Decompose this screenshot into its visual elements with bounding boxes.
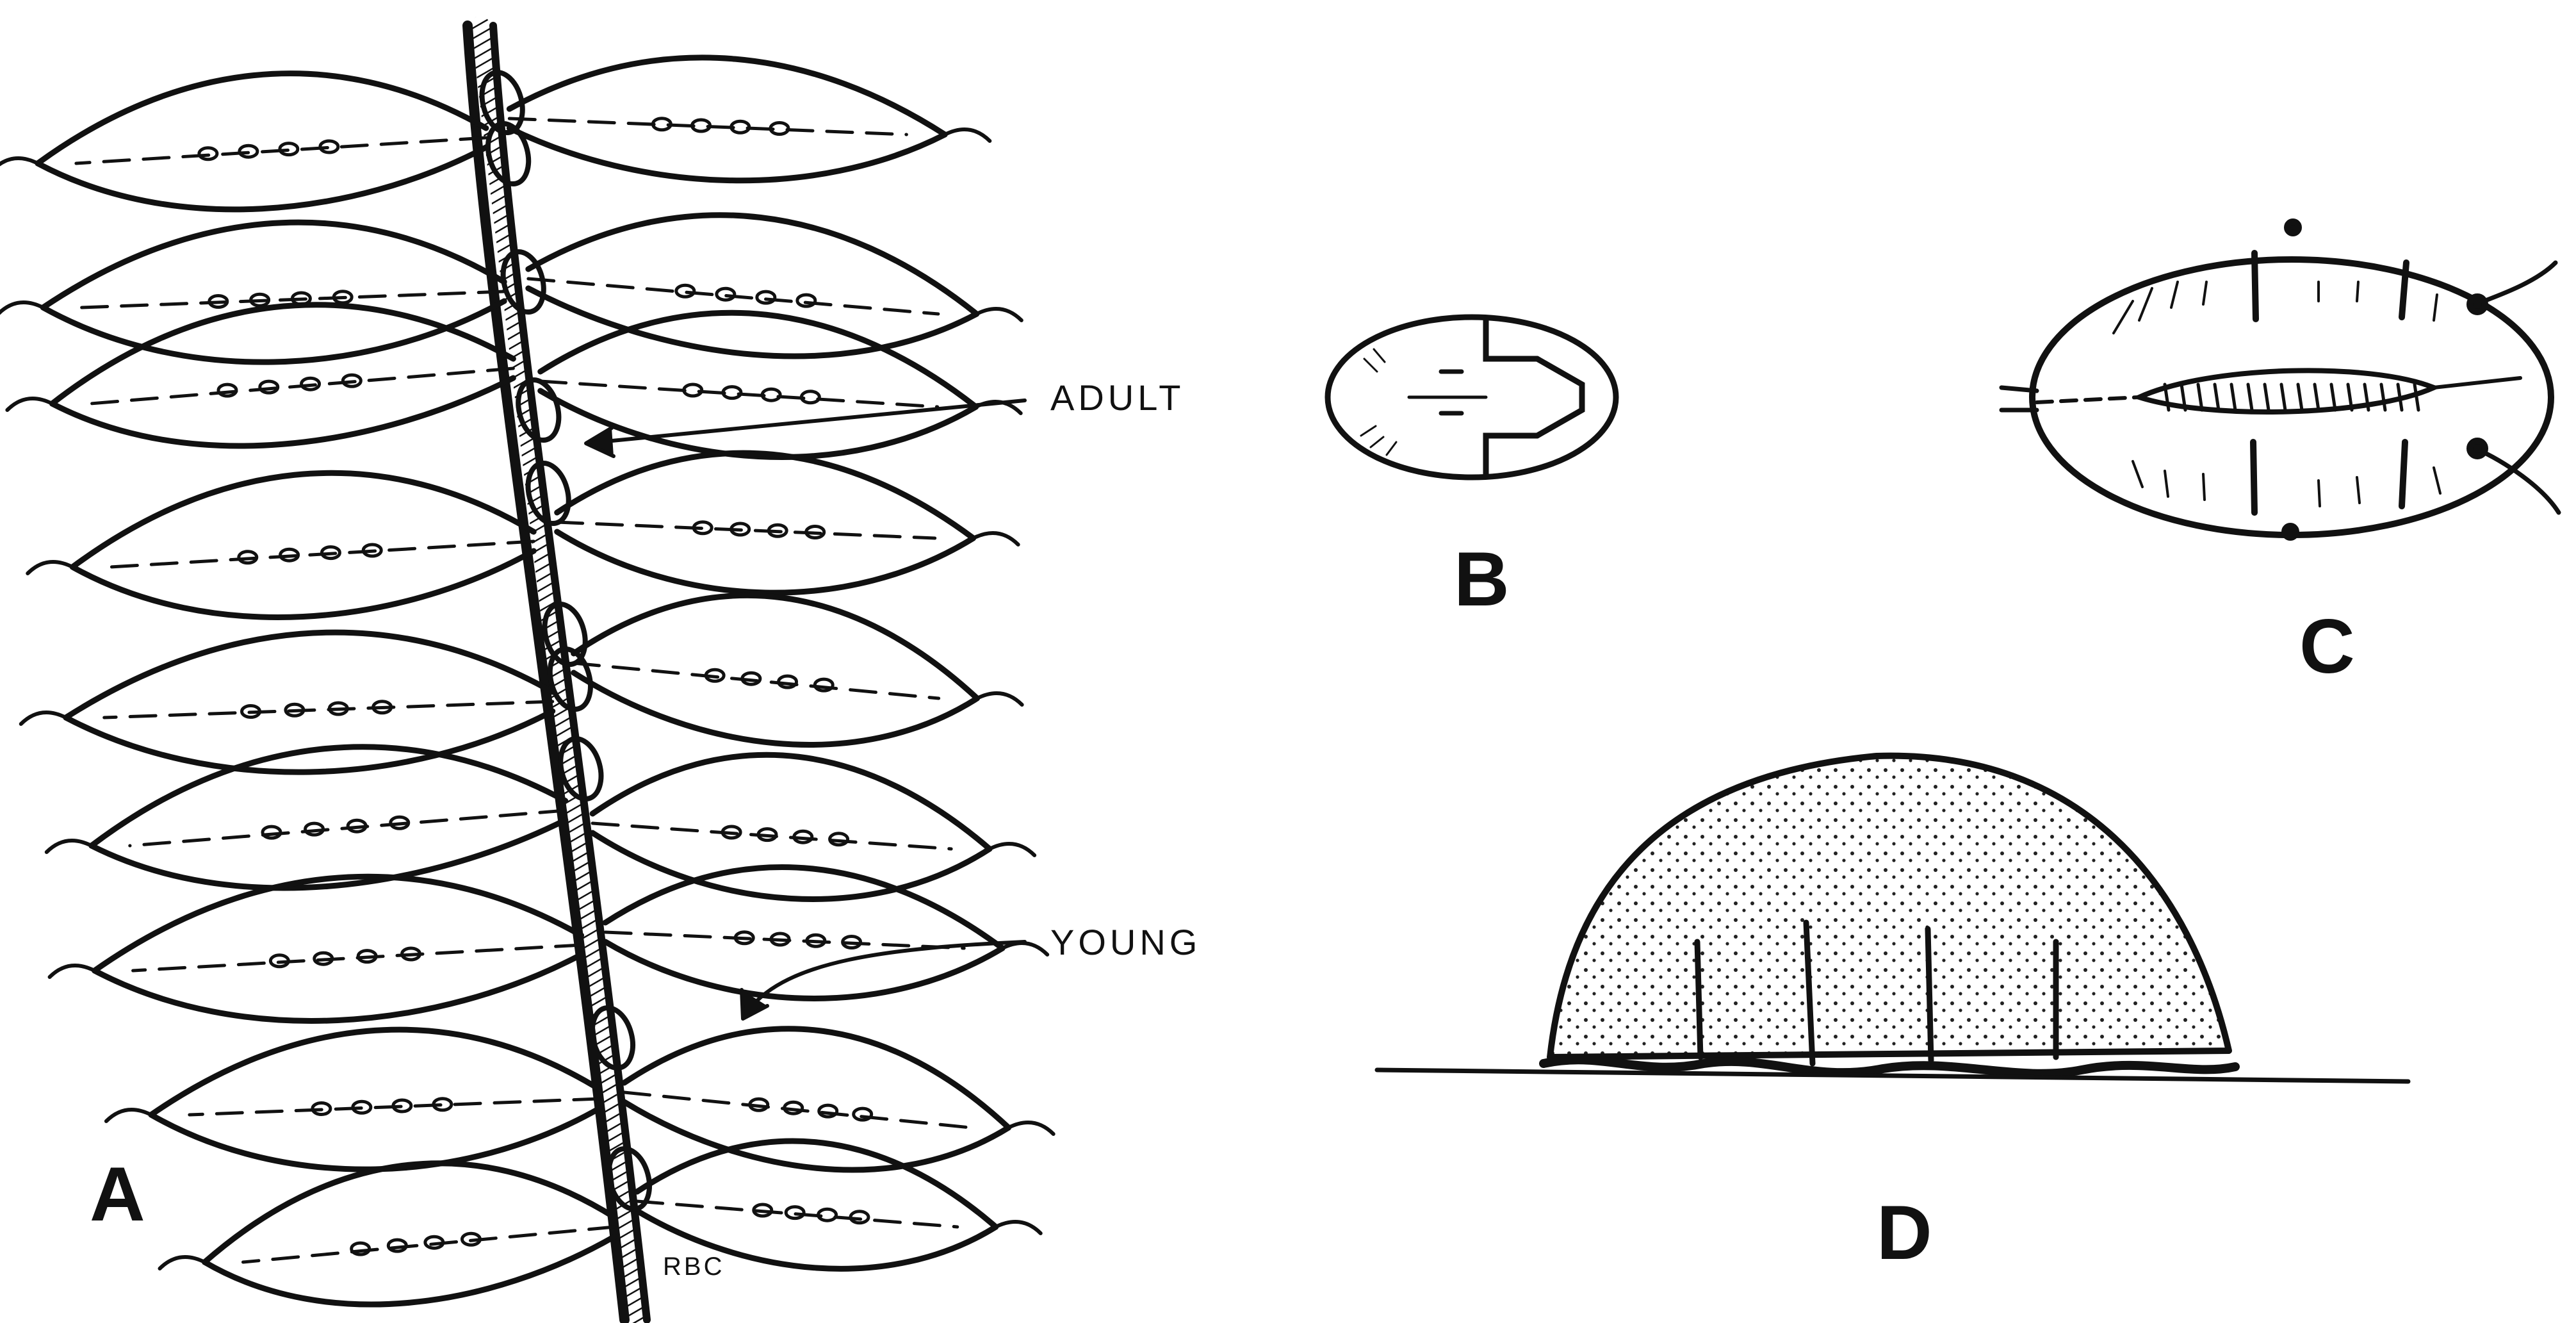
leaflet-tip [945, 129, 990, 141]
leaflet [95, 876, 582, 1021]
panel-c-scale-top-view [2001, 222, 2559, 538]
young-scale [352, 1243, 370, 1254]
leaflet-tip [28, 562, 72, 573]
leaflet [557, 453, 974, 593]
leaflet-tip [0, 158, 38, 170]
leaflet [509, 58, 945, 181]
slit-tooth [2398, 384, 2402, 410]
young-label: YOUNG [1050, 922, 1201, 962]
leaflet-tip [21, 712, 66, 724]
hair [2165, 471, 2168, 497]
leaflet-tip [7, 399, 52, 410]
leaflet [72, 473, 534, 617]
slit-tooth [2281, 384, 2285, 410]
leaflet-tip [1002, 943, 1047, 955]
young-arrow [742, 942, 1025, 1019]
leaflet-tip [996, 1222, 1041, 1233]
hair [2203, 474, 2205, 500]
panel-b-label: B [1454, 536, 1510, 622]
adult-label: ADULT [1050, 377, 1184, 418]
hair [2171, 282, 2178, 308]
hair [2139, 288, 2152, 320]
slit-tooth [2248, 384, 2252, 410]
leaflet-tip [990, 844, 1034, 855]
leaflet [605, 867, 1002, 999]
leaflet [92, 747, 566, 888]
hair [2357, 282, 2358, 301]
adult-arrow [586, 400, 1025, 456]
slit-tooth [2331, 384, 2335, 410]
leaflet [52, 305, 513, 446]
panel-a-strand-of-scales [0, 26, 1054, 1320]
leaflet-tip [977, 693, 1022, 705]
slit-tooth [2231, 384, 2235, 410]
leaflet [151, 1030, 599, 1169]
slit-tooth [2215, 384, 2219, 410]
young-scale [797, 295, 815, 306]
slit-tooth [2298, 384, 2302, 410]
hair [2434, 468, 2440, 493]
leaflet-midrib [243, 1227, 614, 1262]
leaflet-tip [974, 533, 1018, 545]
hair [2203, 282, 2206, 304]
hair [2434, 295, 2437, 320]
young-scale [676, 285, 694, 297]
leaflet-tip [159, 1257, 204, 1269]
hair [2133, 461, 2142, 487]
leaflet-tip [106, 1110, 151, 1121]
young-scale [815, 679, 833, 691]
slit-tooth [2315, 384, 2319, 410]
panel-c-label: C [2299, 604, 2355, 689]
leaflet [38, 74, 486, 210]
young-scale [757, 292, 775, 303]
panel-d-scale-side-view [1377, 756, 2408, 1081]
leaflet-group [0, 58, 1054, 1304]
panel-a-label: A [90, 1151, 145, 1237]
hair [2319, 481, 2320, 506]
leaflet-tip [0, 302, 43, 314]
rbc-label: RBC [663, 1253, 724, 1281]
leaflet-midrib [637, 1201, 958, 1227]
leaflet-tip [1009, 1122, 1054, 1134]
hair [2114, 301, 2133, 333]
leaflet [43, 222, 504, 362]
leaflet-midrib [574, 663, 939, 698]
radial-hairs [2114, 282, 2440, 506]
panel-b-small-scale [1328, 317, 1616, 477]
main-stem [468, 26, 647, 1320]
leaflet-midrib [624, 1092, 970, 1128]
leaflet [528, 215, 977, 356]
slit-tooth [2265, 384, 2269, 410]
leaflet-tip [47, 841, 92, 852]
slit-tooth [2415, 384, 2418, 410]
leaflet-midrib [592, 823, 951, 849]
hair [2357, 477, 2360, 503]
leaflet-tip [977, 309, 1022, 320]
slit-teeth [2165, 384, 2418, 410]
leaflet-tip [50, 966, 95, 977]
slit-tooth [2381, 384, 2385, 410]
panel-d-label: D [1877, 1190, 1932, 1276]
